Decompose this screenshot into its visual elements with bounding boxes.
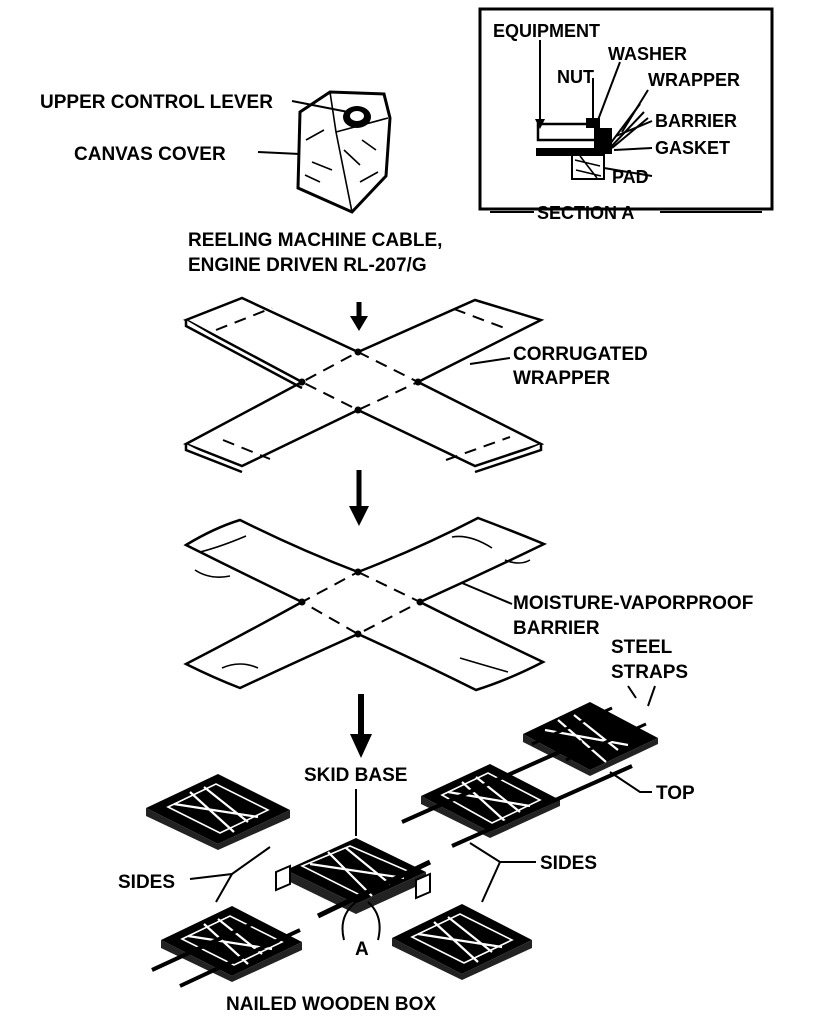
section-a-inset: EQUIPMENT WASHER NUT WRAPPER BARRIER GAS… <box>480 9 772 223</box>
section-a-nut-label: NUT <box>557 67 594 87</box>
section-a-equipment-label: EQUIPMENT <box>493 21 600 41</box>
barrier-leader <box>462 583 512 604</box>
covered-equipment <box>298 92 390 212</box>
barrier-label-line-2: BARRIER <box>513 618 600 639</box>
section-a-gasket-label: GASKET <box>655 138 730 158</box>
nailed-wooden-box-label: NAILED WOODEN BOX <box>226 994 436 1015</box>
sides-right-leader <box>470 843 536 902</box>
section-a-barrier-label: BARRIER <box>655 111 737 131</box>
canvas-cover-shape <box>298 92 390 212</box>
steel-straps-leaders <box>628 686 655 706</box>
moisture-vaporproof-barrier <box>186 518 544 690</box>
section-a-pad-label: PAD <box>612 167 649 187</box>
corrugated-wrapper-leader <box>470 358 510 364</box>
section-a-marker: A <box>355 939 369 960</box>
steel-straps-label-line-2: STRAPS <box>611 662 688 683</box>
skid-base-label: SKID BASE <box>304 765 407 786</box>
sides-left-leader <box>190 847 270 902</box>
corrugated-wrapper <box>186 298 541 472</box>
sides-left-label: SIDES <box>118 872 175 893</box>
canvas-cover-label: CANVAS COVER <box>74 144 226 165</box>
side-panel-lower-right <box>392 904 532 980</box>
corrugated-wrapper-label-line-1: CORRUGATED <box>513 344 648 365</box>
section-a-wrapper-label: WRAPPER <box>648 70 740 90</box>
side-panel-lower-left <box>152 906 302 986</box>
corrugated-wrapper-label-line-2: WRAPPER <box>513 368 610 389</box>
canvas-cover-leader <box>258 152 300 154</box>
side-panel-upper-left <box>146 774 290 850</box>
equipment-label-line-2: ENGINE DRIVEN RL-207/G <box>188 255 427 276</box>
steel-straps-label-line-1: STEEL <box>611 637 673 658</box>
top-panel <box>523 702 658 776</box>
section-a-washer-label: WASHER <box>608 44 687 64</box>
section-a-title: SECTION A <box>537 203 634 223</box>
equipment-label-line-1: REELING MACHINE CABLE, <box>188 230 442 251</box>
sides-right-label: SIDES <box>540 853 597 874</box>
barrier-label-line-1: MOISTURE-VAPORPROOF <box>513 593 753 614</box>
upper-control-lever-label: UPPER CONTROL LEVER <box>40 92 273 113</box>
top-label: TOP <box>656 783 695 804</box>
